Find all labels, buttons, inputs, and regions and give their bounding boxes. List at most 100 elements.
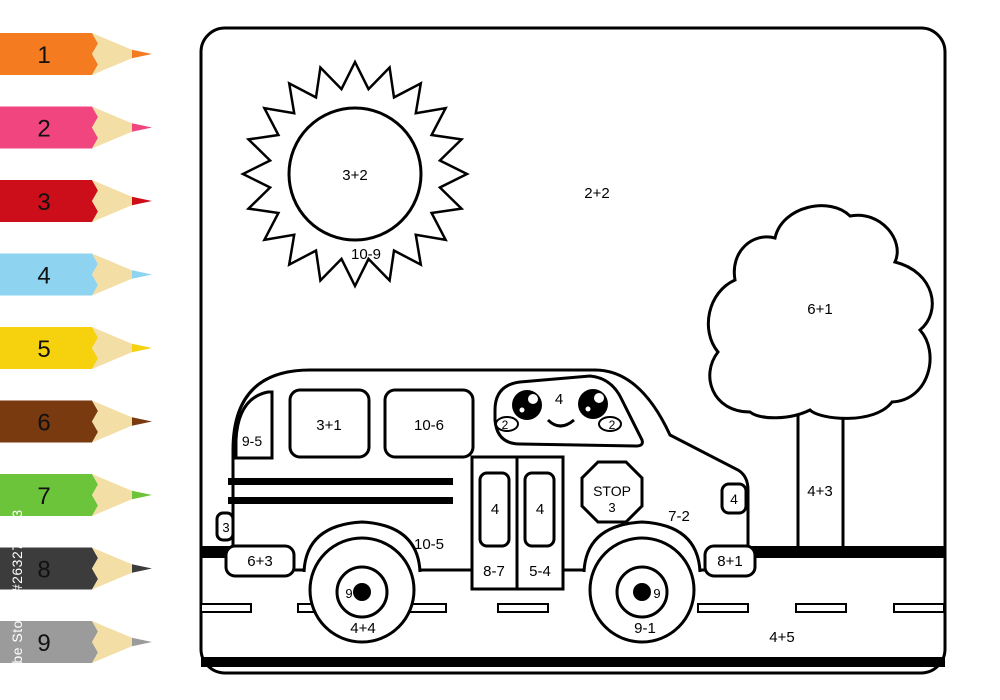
pencil-tip — [132, 490, 152, 500]
bus-stripe-bottom — [228, 497, 453, 504]
bus-door-window-left-label: 4 — [491, 501, 499, 518]
pencil-wood — [92, 474, 132, 516]
pencil-tip — [132, 417, 152, 426]
eye-highlight — [594, 393, 604, 403]
bus-cheek-right — [598, 416, 622, 432]
pencil-tip — [132, 49, 152, 59]
pencil-body — [0, 547, 98, 590]
bus-window-1-label: 3+1 — [316, 417, 341, 434]
tree: 6+1 4+3 — [706, 204, 934, 550]
pencil-number: 6 — [37, 410, 50, 437]
bus-eye-right — [578, 389, 608, 419]
pencil-body — [0, 327, 98, 369]
pencil-body — [0, 253, 98, 296]
pencil-tip — [132, 123, 152, 132]
bus-rear-window — [234, 390, 274, 460]
wheel-left-tire-label: 4+4 — [350, 620, 375, 637]
pencil-body — [0, 621, 98, 663]
pencil-9: 9 — [0, 621, 152, 663]
sun-center — [287, 106, 423, 242]
tree-crown-label: 6+1 — [807, 301, 832, 318]
pencil-1: 1 — [0, 33, 152, 75]
sky-label: 2+2 — [584, 185, 609, 202]
bus-window-1 — [288, 388, 371, 459]
bus-front-bumper — [703, 544, 757, 578]
tree-crown — [706, 204, 934, 420]
grass-label: 4+5 — [769, 629, 794, 646]
bus-cheek-left — [495, 416, 519, 432]
bus-rear-bumper — [224, 544, 296, 578]
bus-door-window-left — [478, 471, 511, 548]
pencil-5: 5 — [0, 327, 152, 369]
bus-face: 2 2 — [495, 389, 622, 432]
pencil-number: 7 — [37, 483, 50, 510]
bus-headlight — [720, 482, 748, 515]
sun-center-label: 3+2 — [342, 167, 367, 184]
pencil-tip — [132, 270, 152, 279]
wheel-right: 9 9-1 — [588, 536, 696, 644]
wheel-left: 9 4+4 — [308, 536, 416, 644]
bus-door-window-right-label: 4 — [536, 501, 544, 518]
pencil-2: 2 — [0, 106, 152, 149]
bus-stripe-top — [228, 478, 453, 485]
pencil-wood — [92, 33, 132, 75]
pencil-wood — [92, 400, 132, 443]
eye-highlight — [528, 394, 538, 404]
wheel-left-hub-label: 9 — [345, 586, 352, 601]
stock-watermark: Adobe Stock | #263270933 — [6, 470, 26, 695]
pencil-wood — [92, 621, 132, 663]
school-bus: 9-5 3+1 10-6 4 2 2 4 4 8-7 5-4 — [215, 368, 757, 644]
lane-dash — [795, 603, 847, 613]
bus-rear-light-label: 3 — [222, 520, 229, 535]
pencil-number: 4 — [37, 263, 50, 290]
bus-window-2 — [383, 388, 475, 459]
bus-cheek-right-label: 2 — [609, 418, 616, 432]
pencil-body — [0, 33, 98, 75]
pencil-wood — [92, 547, 132, 590]
sun-rays-label: 10-9 — [351, 246, 381, 263]
pencil-number: 3 — [37, 189, 50, 216]
bus-window-2-label: 10-6 — [414, 417, 444, 434]
pencil-tip — [132, 637, 152, 647]
pencil-tip — [132, 196, 152, 206]
pencil-body — [0, 400, 98, 443]
pencil-body — [0, 474, 98, 516]
bus-windshield-label: 4 — [555, 391, 563, 408]
watermark-text: Adobe Stock | #263270933 — [9, 509, 25, 690]
lane-dash — [893, 603, 945, 613]
lane-dash — [200, 603, 252, 613]
pencil-6: 6 — [0, 400, 152, 443]
wheel-right-axle — [633, 583, 651, 601]
pencil-number: 1 — [37, 42, 50, 69]
pencil-number: 8 — [37, 557, 50, 584]
bus-smile — [546, 418, 575, 428]
pencil-3: 3 — [0, 180, 152, 222]
bus-eye-left — [512, 390, 542, 420]
bus-cheek-left-label: 2 — [502, 418, 509, 432]
eye-highlight — [519, 407, 525, 413]
pencil-wood — [92, 180, 132, 222]
wheel-left-axle — [353, 583, 371, 601]
pencil-number: 9 — [37, 630, 50, 657]
pencil-body — [0, 106, 98, 149]
pencil-8: 8 — [0, 547, 152, 590]
bus-front-bumper-label: 8+1 — [717, 553, 742, 570]
stop-sign — [580, 460, 644, 524]
bus-headlight-label: 4 — [730, 491, 738, 507]
bus-rear-bumper-label: 6+3 — [247, 553, 272, 570]
wheel-right-hub-label: 9 — [653, 586, 660, 601]
bus-door-right-label: 5-4 — [529, 563, 551, 580]
pencil-wood — [92, 106, 132, 149]
lane-dash — [497, 603, 549, 613]
pencil-tip — [132, 343, 152, 353]
pencil-7: 7 — [0, 474, 152, 516]
pencil-body — [0, 180, 98, 222]
wheel-right-tire-label: 9-1 — [634, 620, 656, 637]
pencil-tip — [132, 564, 152, 573]
pencil-wood — [92, 327, 132, 369]
tree-trunk-label: 4+3 — [807, 483, 832, 500]
pencil-wood — [92, 253, 132, 296]
bus-rear-light — [215, 511, 235, 542]
color-palette: 1 2 3 4 5 6 7 8 9 — [0, 33, 152, 663]
